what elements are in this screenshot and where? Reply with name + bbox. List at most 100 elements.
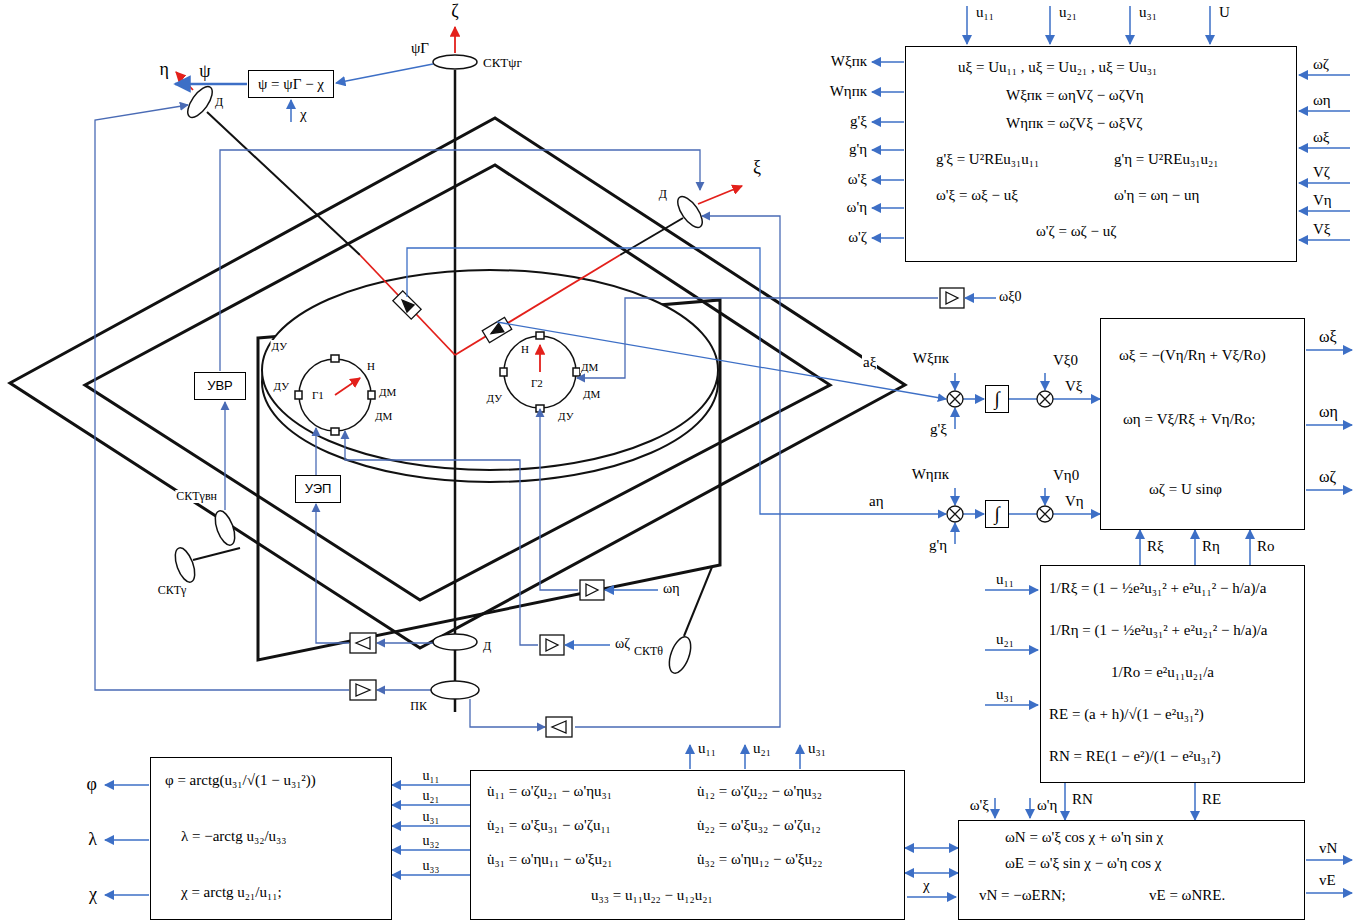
signal-arrow bbox=[994, 798, 996, 818]
symbol-label: Vξ bbox=[1312, 221, 1332, 238]
symbol-label: Wξпк bbox=[830, 53, 868, 70]
summing-junction bbox=[949, 393, 960, 404]
signal-arrow bbox=[1299, 110, 1350, 112]
symbol-label: u₂₁ bbox=[995, 631, 1015, 648]
axis-vector bbox=[176, 27, 742, 395]
formula-text: 1/Rη = (1 − ½e²u₃₁² + e²u₂₁² − h/a)/a bbox=[1049, 622, 1267, 639]
axis-vector bbox=[539, 345, 541, 372]
symbol-label: ωη bbox=[1318, 403, 1339, 421]
gyro-symbol bbox=[368, 391, 375, 399]
signal-arrow bbox=[1306, 424, 1352, 426]
signal-arrow bbox=[872, 121, 904, 123]
signal-arrow bbox=[1129, 6, 1131, 44]
signal-wire bbox=[470, 699, 545, 727]
axis-vector bbox=[335, 378, 360, 395]
signal-wire bbox=[575, 216, 780, 727]
connector-line bbox=[392, 825, 470, 827]
formula-text: χ = arctg u₂₁/u₁₁; bbox=[181, 884, 282, 901]
signal-arrow bbox=[175, 83, 247, 86]
symbol-label: Wηпк bbox=[911, 466, 950, 483]
symbol-label: ω'ζ bbox=[847, 229, 868, 246]
sensor-disk bbox=[183, 83, 217, 122]
amplifier-symbol bbox=[356, 684, 370, 696]
symbol-label: Д bbox=[482, 640, 492, 653]
signal-arrow bbox=[872, 149, 904, 151]
symbol-label: ωζ bbox=[1318, 468, 1337, 486]
box-text: ψ = ψГ − χ bbox=[258, 76, 324, 93]
sensor-disk bbox=[665, 634, 695, 676]
connector-line bbox=[905, 872, 958, 874]
gyro-symbol bbox=[536, 332, 544, 339]
signal-arrow bbox=[954, 523, 956, 544]
signal-wire bbox=[377, 642, 433, 643]
signal-arrow bbox=[872, 179, 904, 181]
gyro-symbol bbox=[504, 336, 576, 408]
signal-arrow bbox=[105, 839, 149, 841]
symbol-label: χ bbox=[88, 885, 98, 905]
signal-arrow bbox=[290, 100, 292, 122]
signal-arrow bbox=[336, 64, 433, 83]
symbol-label: ωξ bbox=[1312, 129, 1331, 146]
symbol-label: ωξ bbox=[1318, 328, 1338, 346]
symbol-label: СКТθ bbox=[633, 645, 664, 658]
symbol-label: g'η bbox=[848, 141, 868, 158]
symbol-label: ДМ bbox=[378, 386, 397, 398]
symbol-label: aξ bbox=[862, 354, 877, 371]
connector-line bbox=[1194, 783, 1196, 820]
amplifier-symbol bbox=[350, 680, 376, 700]
axis-vector bbox=[454, 27, 456, 53]
symbol-label: СКТγ bbox=[157, 584, 188, 597]
formula-text: ω'η = ωη − uη bbox=[1114, 187, 1199, 204]
connector-line bbox=[1064, 783, 1066, 820]
sensor-disk bbox=[433, 634, 477, 650]
symbol-label: ψГ bbox=[410, 40, 430, 57]
sensor-disk bbox=[431, 681, 479, 699]
symbol-label: vN bbox=[1318, 840, 1338, 857]
symbol-label: ωξ0 bbox=[998, 289, 1022, 304]
summing-junction bbox=[1037, 506, 1053, 522]
gyro-symbol bbox=[331, 428, 339, 435]
formula-text: vE = ωNRE. bbox=[1149, 887, 1225, 904]
amplifier-symbol bbox=[946, 292, 958, 304]
amplifier-symbol bbox=[552, 721, 566, 733]
box-text: УЭП bbox=[305, 482, 332, 496]
connector-line bbox=[1249, 530, 1251, 565]
signal-arrow bbox=[565, 644, 610, 646]
signal-arrow bbox=[985, 704, 1038, 706]
formula-text: λ = −arctg u₃₂/u₃₃ bbox=[181, 828, 287, 845]
amplifier-symbol bbox=[350, 288, 964, 737]
formula-text: φ = arctg(u₃₁/√(1 − u₃₁²)) bbox=[165, 772, 316, 789]
gyro-symbol bbox=[500, 368, 507, 376]
edge-label: u₃₂ bbox=[422, 833, 441, 848]
gyro-symbol bbox=[295, 332, 580, 435]
signal-wire bbox=[407, 248, 946, 514]
signal-arrow bbox=[1306, 349, 1352, 351]
formula-text: Wηпк = ωζVξ − ωξVζ bbox=[1006, 115, 1142, 132]
signal-arrow bbox=[985, 649, 1038, 651]
symbol-label: u₃₁ bbox=[995, 686, 1015, 703]
unit-box: УВР bbox=[194, 372, 246, 400]
formula-text: g'ξ = U²REu₃₁u₁₁ bbox=[936, 151, 1039, 168]
signal-arrow bbox=[1299, 147, 1350, 149]
symbol-label: ω'ξ bbox=[969, 797, 990, 814]
signal-arrow bbox=[1299, 74, 1350, 76]
symbol-label: Wηпк bbox=[829, 83, 868, 100]
symbol-label: Г1 bbox=[311, 389, 325, 401]
axis-shaft bbox=[207, 112, 360, 255]
signal-arrow bbox=[744, 745, 746, 769]
connector-line bbox=[392, 784, 470, 786]
connector-line bbox=[392, 804, 470, 806]
amplifier-symbol bbox=[546, 639, 558, 651]
symbol-label: ДМ bbox=[374, 410, 393, 422]
axis-shaft bbox=[193, 548, 240, 560]
symbol-label: Vη0 bbox=[1052, 467, 1080, 484]
symbol-label: ДУ bbox=[486, 392, 503, 404]
symbol-label: η bbox=[159, 60, 170, 80]
connector-line bbox=[392, 874, 470, 876]
edge-label: Rη bbox=[1201, 538, 1221, 555]
symbol-label: ξ bbox=[752, 158, 762, 178]
amplifier-symbol bbox=[540, 635, 564, 655]
formula-text: RN = RE(1 − e²)/(1 − e²u₃₁²) bbox=[1049, 748, 1221, 765]
symbol-label: ω'ξ bbox=[847, 171, 868, 188]
